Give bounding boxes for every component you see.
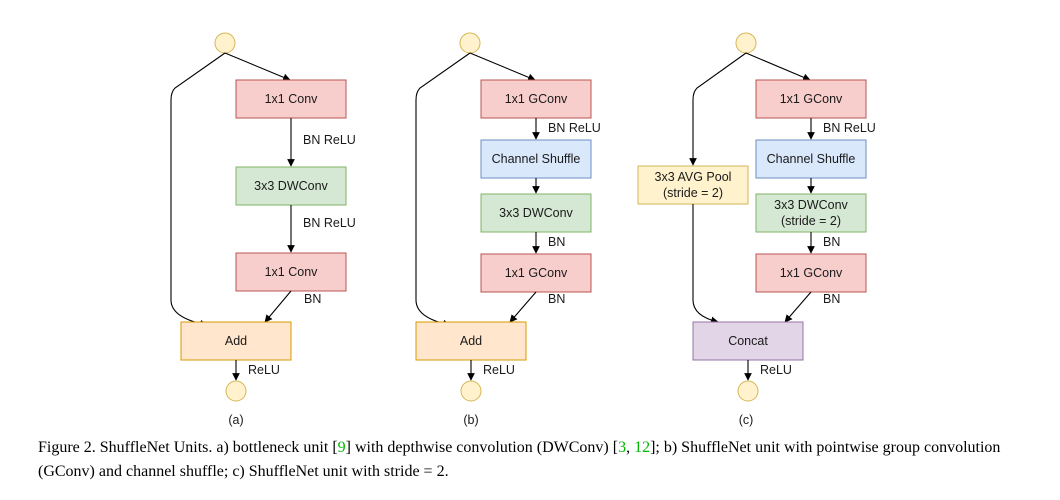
caption-text: ]; b) ShuffleNet unit with pointwise gro… bbox=[38, 439, 1001, 480]
edge-label-bn-relu: BN ReLU bbox=[303, 216, 356, 230]
edge-avgpool-to-concat bbox=[692, 204, 719, 325]
citation-link[interactable]: 3 bbox=[618, 439, 627, 456]
dwconv-box bbox=[755, 193, 867, 233]
edge-input-to-gconv1 bbox=[469, 52, 536, 81]
edge-label-relu: ReLU bbox=[248, 363, 280, 377]
dwconv-label: 3x3 DWConv bbox=[499, 206, 573, 220]
dwconv-label: 3x3 DWConv bbox=[254, 179, 328, 193]
unit-a: 1x1 Conv BN ReLU 3x3 DWConv BN ReLU 1x1 … bbox=[170, 32, 356, 427]
input-node bbox=[735, 32, 757, 54]
edge-label-bn-relu: BN ReLU bbox=[823, 121, 876, 135]
edge-conv2-to-add bbox=[264, 290, 292, 323]
channel-shuffle-box bbox=[755, 139, 867, 179]
unit-b: 1x1 GConv BN ReLU Channel Shuffle 3x3 DW… bbox=[415, 32, 601, 427]
citation-link[interactable]: 12 bbox=[634, 439, 651, 456]
edge-label-bn: BN bbox=[304, 292, 321, 306]
edge-label-bn-relu: BN ReLU bbox=[548, 121, 601, 135]
conv1x1-box bbox=[235, 79, 347, 119]
citation-link[interactable]: 9 bbox=[337, 439, 346, 456]
edge-label-relu: ReLU bbox=[483, 363, 515, 377]
conv1x1-box bbox=[235, 252, 347, 292]
output-node bbox=[225, 380, 247, 402]
dwconv-box bbox=[235, 166, 347, 206]
conv1x1-label: 1x1 Conv bbox=[265, 265, 319, 279]
gconv1x1-label: 1x1 GConv bbox=[505, 92, 568, 106]
figure-caption: Figure 2. ShuffleNet Units. a) bottlenec… bbox=[38, 436, 1038, 484]
avgpool-label-line1: 3x3 AVG Pool bbox=[655, 170, 732, 184]
edge-input-to-avgpool bbox=[689, 52, 747, 166]
channel-shuffle-label: Channel Shuffle bbox=[492, 152, 581, 166]
edge-label-bn: BN bbox=[548, 292, 565, 306]
edge-gconv2-to-add bbox=[509, 291, 537, 323]
unit-c: 3x3 AVG Pool (stride = 2) 1x1 GConv BN R… bbox=[637, 32, 876, 427]
gconv1x1-box bbox=[755, 79, 867, 119]
dwconv-label-line1: 3x3 DWConv bbox=[774, 198, 848, 212]
edge-input-to-gconv1 bbox=[745, 52, 811, 81]
concat-label: Concat bbox=[728, 334, 768, 348]
gconv1x1-label: 1x1 GConv bbox=[780, 266, 843, 280]
channel-shuffle-label: Channel Shuffle bbox=[767, 152, 856, 166]
output-node bbox=[460, 380, 482, 402]
concat-box bbox=[692, 321, 804, 361]
edge-label-bn-relu: BN ReLU bbox=[303, 133, 356, 147]
channel-shuffle-box bbox=[480, 139, 592, 179]
unit-sublabel: (a) bbox=[228, 413, 243, 427]
avgpool-label-line2: (stride = 2) bbox=[663, 186, 723, 200]
unit-sublabel: (c) bbox=[739, 413, 754, 427]
input-node bbox=[459, 32, 481, 54]
gconv1x1-box bbox=[755, 253, 867, 293]
edge-gconv2-to-concat bbox=[784, 291, 812, 323]
output-node bbox=[737, 380, 759, 402]
skip-connection-edge bbox=[415, 52, 471, 328]
edge-label-bn: BN bbox=[823, 292, 840, 306]
input-node bbox=[214, 32, 236, 54]
add-label: Add bbox=[225, 334, 247, 348]
edge-label-bn: BN bbox=[823, 235, 840, 249]
conv1x1-label: 1x1 Conv bbox=[265, 92, 319, 106]
dwconv-label-line2: (stride = 2) bbox=[781, 214, 841, 228]
edge-label-relu: ReLU bbox=[760, 363, 792, 377]
add-box bbox=[180, 321, 292, 361]
dwconv-box bbox=[480, 193, 592, 233]
caption-text: ] with depthwise convolution (DWConv) [ bbox=[345, 439, 619, 456]
add-label: Add bbox=[460, 334, 482, 348]
gconv1x1-label: 1x1 GConv bbox=[780, 92, 843, 106]
skip-connection-edge bbox=[170, 52, 226, 328]
edge-label-bn: BN bbox=[548, 235, 565, 249]
edge-input-to-conv1 bbox=[224, 52, 291, 81]
unit-sublabel: (b) bbox=[463, 413, 478, 427]
caption-text: , bbox=[626, 439, 635, 456]
gconv1x1-box bbox=[480, 253, 592, 293]
shufflenet-diagram: 1x1 Conv BN ReLU 3x3 DWConv BN ReLU 1x1 … bbox=[170, 32, 876, 427]
caption-text: Figure 2. ShuffleNet Units. a) bottlenec… bbox=[38, 439, 338, 456]
avgpool-box bbox=[637, 165, 749, 205]
gconv1x1-label: 1x1 GConv bbox=[505, 266, 568, 280]
